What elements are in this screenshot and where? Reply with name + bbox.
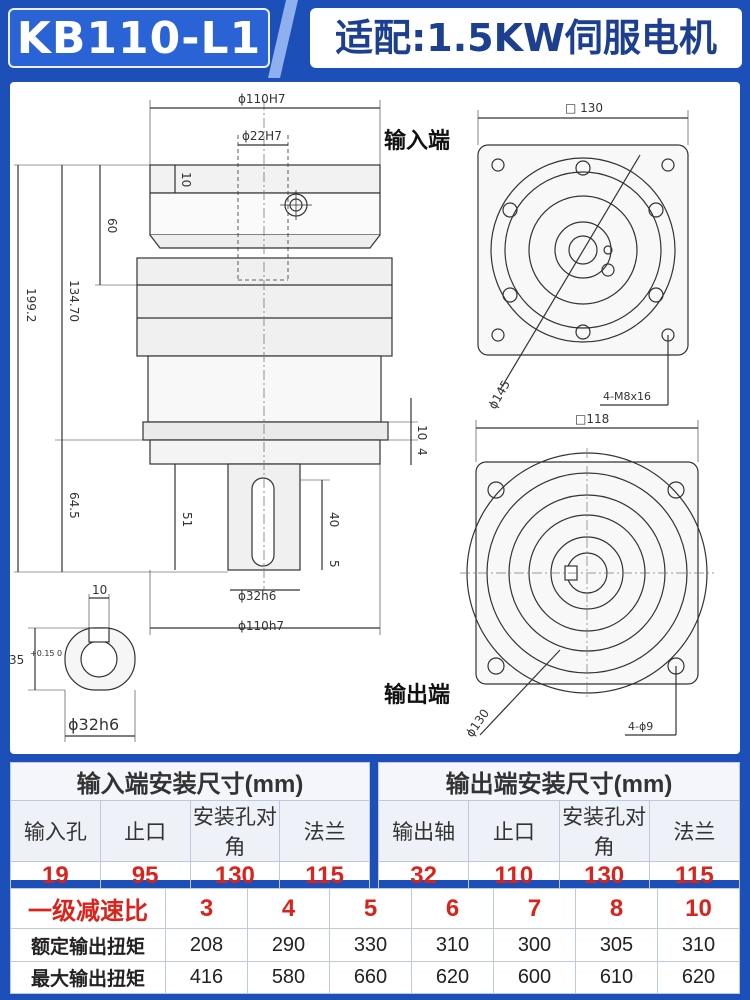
rated-torque-value: 290	[247, 928, 330, 962]
output-table-header: 止口	[468, 800, 560, 862]
ratio-value: 5	[329, 888, 412, 929]
rated-torque-value: 310	[411, 928, 494, 962]
ratio-value: 10	[657, 888, 740, 929]
input-dimension-table: 输入端安装尺寸(mm) 输入孔 止口 安装孔对角 法兰 19 95 130 11…	[10, 762, 370, 891]
rated-torque-value: 300	[493, 928, 576, 962]
rated-torque-value: 330	[329, 928, 412, 962]
dim-60: 60	[105, 218, 119, 233]
rated-torque-value: 305	[575, 928, 658, 962]
header: KB110-L1 适配:1.5KW伺服电机	[0, 0, 750, 78]
rated-torque-value: 208	[165, 928, 248, 962]
dim-10-flange: 10	[415, 425, 429, 440]
output-table-title: 输出端安装尺寸(mm)	[378, 762, 740, 801]
ratio-value: 3	[165, 888, 248, 929]
dim-output-square: □118	[575, 412, 609, 426]
dim-input-bore: ϕ22H7	[242, 129, 282, 143]
input-table-header: 安装孔对角	[189, 800, 281, 862]
max-torque-value: 620	[411, 961, 494, 994]
ratio-value: 4	[247, 888, 330, 929]
dim-10-top: 10	[179, 172, 193, 187]
ratio-label: 一级减速比	[10, 888, 166, 929]
input-table-value: 130	[189, 861, 281, 891]
subtitle: 适配:1.5KW伺服电机	[335, 16, 717, 60]
input-table-value: 115	[279, 861, 370, 891]
dim-shaft-dia: ϕ32h6	[238, 589, 276, 603]
dim-input-square: □ 130	[565, 101, 603, 115]
output-table-value: 130	[558, 861, 650, 891]
output-table-value: 110	[468, 861, 560, 891]
max-torque-value: 580	[247, 961, 330, 994]
dim-199-2: 199.2	[24, 288, 38, 322]
dim-input-holes: 4-M8x16	[603, 390, 651, 403]
output-table-header: 法兰	[648, 800, 741, 862]
dim-bottom-flange: ϕ110h7	[238, 619, 284, 633]
output-end-label: 输出端	[384, 682, 450, 708]
max-torque-value: 416	[165, 961, 248, 994]
max-torque-value: 610	[575, 961, 658, 994]
dim-shaft-section: ϕ32h6	[68, 715, 119, 734]
input-table-value: 95	[99, 861, 191, 891]
torque-table: 一级减速比 3 4 5 6 7 8 10 额定输出扭矩 208 290 330 …	[10, 888, 740, 994]
rated-torque-value: 310	[657, 928, 740, 962]
dim-key-tol: +0.15 0	[30, 649, 62, 658]
model-badge: KB110-L1	[8, 8, 270, 68]
dim-output-pcd: ϕ130	[463, 706, 492, 739]
input-table-header: 输入孔	[10, 800, 101, 862]
input-table-value: 19	[10, 861, 101, 891]
technical-drawing: ϕ110H7 ϕ22H7 10 60 134.70 199.2 64.5 51 …	[9, 82, 740, 754]
input-table-title: 输入端安装尺寸(mm)	[10, 762, 370, 801]
header-divider	[268, 0, 298, 78]
max-torque-value: 620	[657, 961, 740, 994]
dim-input-pcd: ϕ145	[485, 378, 513, 412]
output-table-value: 32	[377, 861, 470, 891]
input-table-header: 止口	[99, 800, 191, 862]
max-torque-value: 600	[493, 961, 576, 994]
ratio-value: 8	[575, 888, 658, 929]
ratio-value: 6	[411, 888, 494, 929]
dim-5: 5	[327, 560, 341, 568]
dim-51: 51	[180, 512, 194, 527]
output-table-value: 115	[648, 861, 741, 891]
dim-top-flange: ϕ110H7	[238, 92, 285, 106]
input-table-header: 法兰	[279, 800, 370, 862]
ratio-value: 7	[493, 888, 576, 929]
output-table-header: 安装孔对角	[558, 800, 650, 862]
input-end-label: 输入端	[384, 128, 450, 154]
rated-torque-label: 额定输出扭矩	[10, 928, 166, 962]
max-torque-label: 最大输出扭矩	[10, 961, 166, 994]
subtitle-box: 适配:1.5KW伺服电机	[310, 8, 742, 68]
model-name: KB110-L1	[16, 13, 262, 64]
dim-key-width: 10	[92, 583, 107, 597]
dim-134-70: 134.70	[67, 280, 81, 322]
output-table-header: 输出轴	[377, 800, 470, 862]
drawing-svg: ϕ110H7 ϕ22H7 10 60 134.70 199.2 64.5 51 …	[9, 92, 714, 742]
dim-key-height: 35	[10, 653, 24, 667]
dim-4-flange: 4	[415, 448, 429, 456]
dim-40: 40	[327, 512, 341, 527]
dim-output-holes: 4-ϕ9	[628, 720, 653, 733]
output-dimension-table: 输出端安装尺寸(mm) 输出轴 止口 安装孔对角 法兰 32 110 130 1…	[377, 762, 741, 891]
max-torque-value: 660	[329, 961, 412, 994]
dim-64-5: 64.5	[67, 492, 81, 519]
